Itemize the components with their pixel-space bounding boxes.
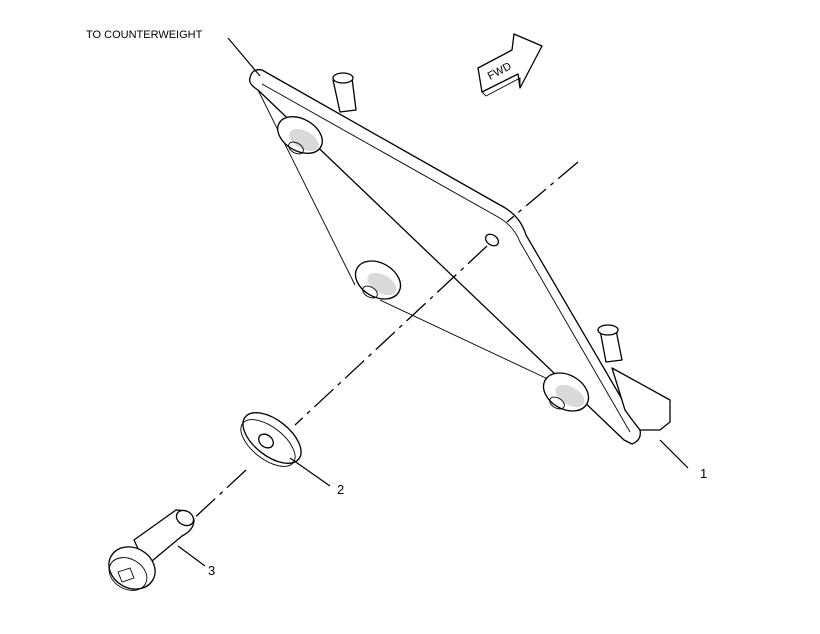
- washer: [240, 412, 302, 467]
- leader-to-counterweight: [227, 37, 261, 77]
- callout-3: 3: [208, 563, 215, 578]
- rear-stud-top: [332, 72, 357, 113]
- plate-fastener-top: [277, 116, 323, 155]
- leader-1: [659, 439, 689, 469]
- callout-2: 2: [337, 482, 344, 497]
- plate-hole: [484, 233, 500, 247]
- fwd-arrow-icon: FWD: [477, 33, 543, 97]
- bolt: [108, 509, 195, 591]
- callout-1: 1: [700, 466, 707, 481]
- bracket-plate: [249, 69, 671, 445]
- leader-2: [289, 457, 331, 487]
- assembly-centerline: [189, 161, 579, 523]
- rear-stud-right: [597, 324, 623, 363]
- leader-lines: [177, 37, 689, 567]
- plate-fastener-middle: [354, 260, 402, 300]
- to-counterweight-label: TO COUNTERWEIGHT: [86, 29, 203, 41]
- leader-3: [177, 545, 206, 567]
- plate-fastener-bottom: [542, 372, 590, 412]
